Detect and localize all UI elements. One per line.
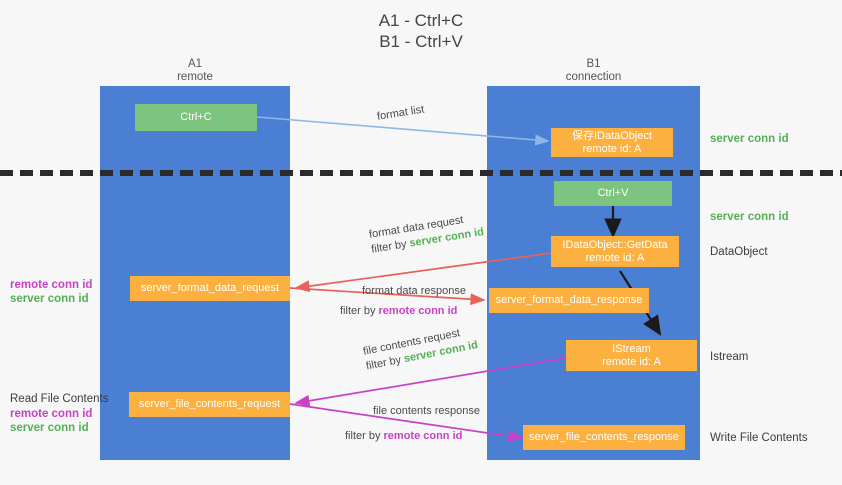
edge-label-format-list-text: format list [376,103,426,123]
note-read-file-contents: Read File Contents [10,393,109,405]
node-fmt-resp-line1: server_format_data_response [495,294,643,306]
node-istream[interactable]: IStream remote id: A [566,340,697,371]
node-server-format-data-request[interactable]: server_format_data_request [130,276,290,301]
lane-header-a1-name: A1 [187,58,203,70]
edge-label-file-contents-response: file contents response filter by remote … [345,404,480,444]
edge-filter-file-contents-response: filter by remote conn id [345,429,480,444]
node-file-req-line1: server_file_contents_request [138,398,281,410]
note-istream: Istream [710,351,749,363]
note-server-conn-id-second: server conn id [710,211,789,223]
title-line-2: B1 - Ctrl+V [379,32,463,51]
node-save-idataobject-line2: remote id: A [582,142,642,155]
edge-label-file-contents-request: file contents request filter by server c… [362,323,479,374]
title-line-1: A1 - Ctrl+C [378,11,464,30]
lane-header-a1: A1 remote [100,58,290,84]
note-remote-conn-id-1: remote conn id [10,279,93,291]
note-read-file-contents-group: Read File Contents remote conn id server… [10,392,108,435]
edge-filter-format-data-response: filter by remote conn id [340,304,466,319]
filter-key-remote-conn-id: remote conn id [378,305,458,317]
lane-header-b1: B1 connection [487,58,700,84]
node-ctrl-v[interactable]: Ctrl+V [554,181,672,206]
note-server-conn-id-top: server conn id [710,133,789,145]
node-istream-line1: IStream [612,342,651,355]
note-server-conn-id-left-1: server conn id [10,293,89,305]
lane-header-a1-sub: remote [177,71,213,83]
section-divider [0,170,842,176]
page-title: A1 - Ctrl+C B1 - Ctrl+V [0,10,842,52]
note-write-file-contents: Write File Contents [710,432,808,444]
filter-key-remote-conn-id: remote conn id [383,430,463,442]
node-server-format-data-response[interactable]: server_format_data_response [489,288,649,313]
node-save-idataobject-line1: 保存IDataObject [571,129,653,142]
node-ctrl-c-line1: Ctrl+C [180,111,212,123]
node-fmt-req-line1: server_format_data_request [140,282,280,294]
edge-label-format-data-response-text: format data response [362,285,466,297]
node-istream-line2: remote id: A [602,355,661,368]
filter-prefix: filter by [345,430,384,442]
edge-label-file-contents-response-text: file contents response [373,405,481,417]
node-file-resp-line1: server_file_contents_response [529,431,679,443]
node-ctrl-v-line1: Ctrl+V [597,187,629,199]
edge-label-format-list: format list [376,103,425,125]
node-server-file-contents-response[interactable]: server_file_contents_response [523,425,685,450]
note-remote-conn-id-2: remote conn id [10,408,93,420]
node-idataobject-getdata[interactable]: IDataObject::GetData remote id: A [551,236,679,267]
node-getdata-line1: IDataObject::GetData [562,238,668,251]
filter-prefix: filter by [340,305,379,317]
note-dataobject: DataObject [710,246,768,258]
node-getdata-line2: remote id: A [585,251,645,264]
lane-header-b1-name: B1 [586,58,601,70]
node-server-file-contents-request[interactable]: server_file_contents_request [129,392,290,417]
node-ctrl-c[interactable]: Ctrl+C [135,104,257,131]
edge-label-format-data-response: format data response filter by remote co… [340,284,466,319]
note-conn-ids-format: remote conn id server conn id [10,278,92,306]
lane-header-b1-sub: connection [565,71,622,83]
note-server-conn-id-left-2: server conn id [10,422,89,434]
edge-label-format-data-request: format data request filter by server con… [368,210,485,257]
node-save-idataobject[interactable]: 保存IDataObject remote id: A [551,128,673,157]
